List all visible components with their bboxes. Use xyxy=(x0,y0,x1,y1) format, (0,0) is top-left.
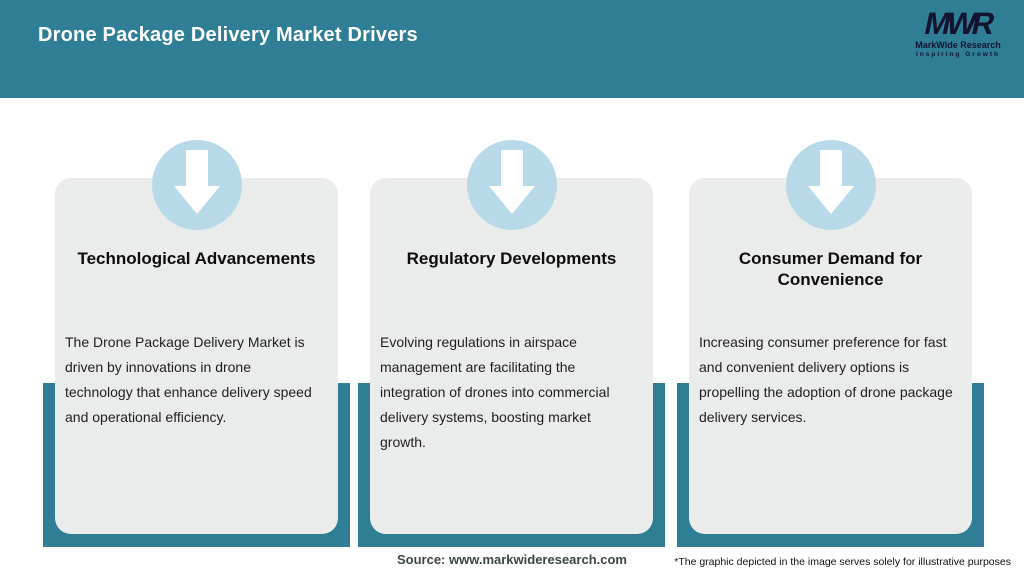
logo-name: MarkWide Research xyxy=(915,40,1001,50)
card-description: Increasing consumer preference for fast … xyxy=(699,334,953,425)
driver-card: Regulatory Developments Evolving regulat… xyxy=(358,140,665,547)
card-panel: Technological Advancements The Drone Pac… xyxy=(55,178,338,534)
page-title: Drone Package Delivery Market Drivers xyxy=(38,24,418,46)
source-text: Source: www.markwideresearch.com xyxy=(396,552,627,567)
card-title: Consumer Demand for Convenience xyxy=(738,249,923,289)
card-description: The Drone Package Delivery Market is dri… xyxy=(65,334,312,425)
card-panel: Consumer Demand for Convenience Increasi… xyxy=(689,178,972,534)
logo-monogram: MWR xyxy=(921,6,995,41)
arrow-down-icon xyxy=(467,140,557,230)
driver-card: Technological Advancements The Drone Pac… xyxy=(43,140,350,547)
header-banner: Drone Package Delivery Market Drivers MW… xyxy=(0,0,1024,98)
card-description: Evolving regulations in airspace managem… xyxy=(380,334,610,450)
arrow-down-icon xyxy=(786,140,876,230)
card-title: Technological Advancements xyxy=(77,249,316,268)
arrow-down-icon xyxy=(152,140,242,230)
card-panel: Regulatory Developments Evolving regulat… xyxy=(370,178,653,534)
markwide-research-logo: MWR MarkWide Research Inspiring Growth xyxy=(910,6,1006,59)
driver-card: Consumer Demand for Convenience Increasi… xyxy=(677,140,984,547)
card-title: Regulatory Developments xyxy=(406,249,617,268)
logo-tagline: Inspiring Growth xyxy=(916,51,1000,58)
disclaimer-text: *The graphic depicted in the image serve… xyxy=(674,556,1011,568)
